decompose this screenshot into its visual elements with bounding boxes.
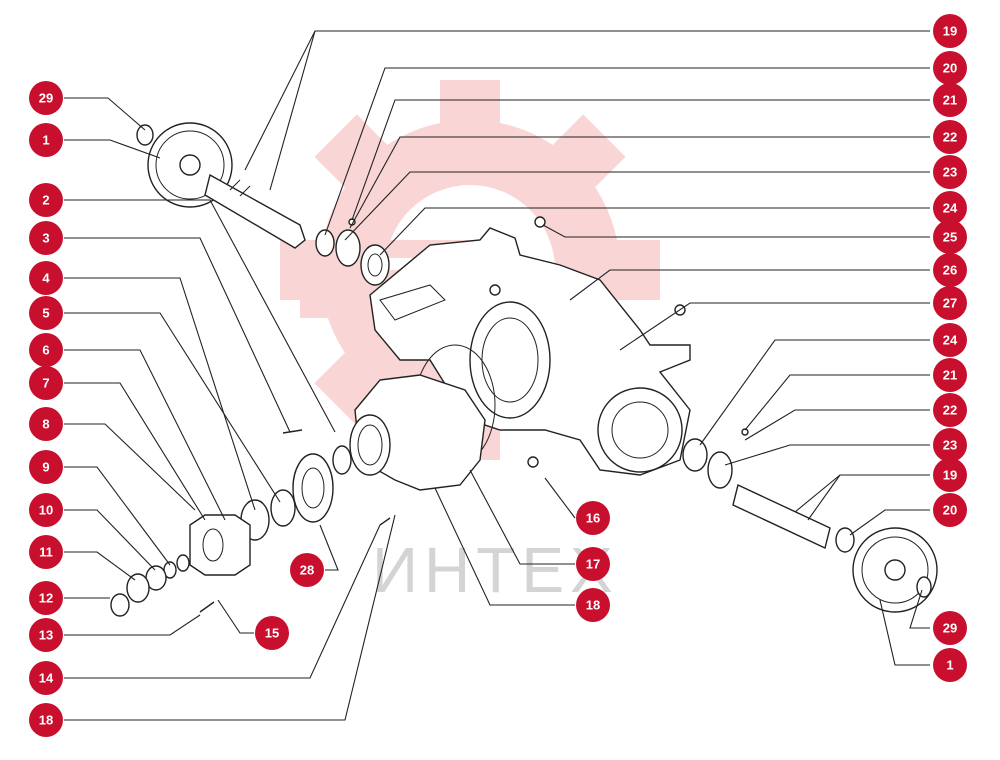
callout-20-right: 20 [933,493,967,527]
left-shaft-part [204,173,306,249]
callout-2: 2 [29,183,63,217]
svg-text:2: 2 [42,193,49,208]
callout-17: 17 [576,547,610,581]
callout-19-right: 19 [933,458,967,492]
callout-18-left: 18 [29,703,63,737]
callout-23-top: 23 [933,155,967,189]
hub-bearing-set [240,445,352,541]
callout-22-right: 22 [933,393,967,427]
right-gear-part [835,527,938,613]
callout-13: 13 [29,618,63,652]
callout-9: 9 [29,450,63,484]
callout-5: 5 [29,296,63,330]
callout-20-top: 20 [933,51,967,85]
leader-lines [64,30,930,721]
svg-text:13: 13 [39,628,53,643]
svg-text:8: 8 [42,417,49,432]
nut-washer-set [110,554,190,617]
right-bearing-set [682,428,749,489]
watermark-text: ИНТЕХ [372,534,619,606]
svg-text:26: 26 [943,263,957,278]
svg-text:29: 29 [943,621,957,636]
pin-part [282,429,303,434]
svg-text:12: 12 [39,591,53,606]
callout-1-left: 1 [29,123,63,157]
output-flange-part [189,514,251,576]
svg-text:24: 24 [943,333,958,348]
svg-text:29: 29 [39,91,53,106]
callout-6: 6 [29,333,63,367]
callout-16: 16 [576,501,610,535]
callout-21-top: 21 [933,83,967,117]
svg-text:7: 7 [42,376,49,391]
svg-text:24: 24 [943,201,958,216]
svg-text:3: 3 [42,231,49,246]
left-bearing-set [315,218,390,286]
bolt-part-13 [199,601,215,613]
callout-29-right: 29 [933,611,967,645]
callout-24-top: 24 [933,191,967,225]
callout-26: 26 [933,253,967,287]
wheel-hub-part [349,344,496,491]
right-shaft-part [732,484,831,549]
drain-plug-part [527,456,539,468]
svg-text:27: 27 [943,296,957,311]
callout-14: 14 [29,661,63,695]
svg-text:4: 4 [42,271,50,286]
svg-text:28: 28 [300,563,314,578]
svg-text:1: 1 [946,658,953,673]
svg-text:19: 19 [943,24,957,39]
svg-text:11: 11 [39,545,53,560]
callout-1-right: 1 [933,648,967,682]
callout-29-left: 29 [29,81,63,115]
callout-28: 28 [290,553,324,587]
callout-12: 12 [29,581,63,615]
svg-text:17: 17 [586,557,600,572]
svg-text:5: 5 [42,306,49,321]
callout-18-bottom: 18 [576,588,610,622]
svg-text:9: 9 [42,460,49,475]
svg-text:20: 20 [943,61,957,76]
svg-text:22: 22 [943,403,957,418]
svg-text:21: 21 [943,368,957,383]
callout-22-top: 22 [933,120,967,154]
svg-text:6: 6 [42,343,49,358]
svg-text:22: 22 [943,130,957,145]
svg-text:19: 19 [943,468,957,483]
callout-7: 7 [29,366,63,400]
svg-text:15: 15 [265,626,279,641]
callout-10: 10 [29,493,63,527]
svg-text:20: 20 [943,503,957,518]
svg-text:25: 25 [943,230,957,245]
callout-3: 3 [29,221,63,255]
callout-19-top: 19 [933,14,967,48]
svg-text:1: 1 [42,133,49,148]
callout-23-right: 23 [933,428,967,462]
svg-text:18: 18 [39,713,53,728]
axle-housing-part [369,216,691,476]
svg-text:18: 18 [586,598,600,613]
svg-text:21: 21 [943,93,957,108]
callout-24-right: 24 [933,323,967,357]
callout-15: 15 [255,616,289,650]
callout-21-right: 21 [933,358,967,392]
bolt-part-14 [379,517,391,526]
svg-text:23: 23 [943,165,957,180]
callout-27: 27 [933,286,967,320]
callout-11: 11 [29,535,63,569]
callout-25: 25 [933,220,967,254]
callout-8: 8 [29,407,63,441]
callout-4: 4 [29,261,63,295]
svg-text:14: 14 [39,671,54,686]
svg-text:16: 16 [586,511,600,526]
svg-text:23: 23 [943,438,957,453]
svg-text:10: 10 [39,503,53,518]
